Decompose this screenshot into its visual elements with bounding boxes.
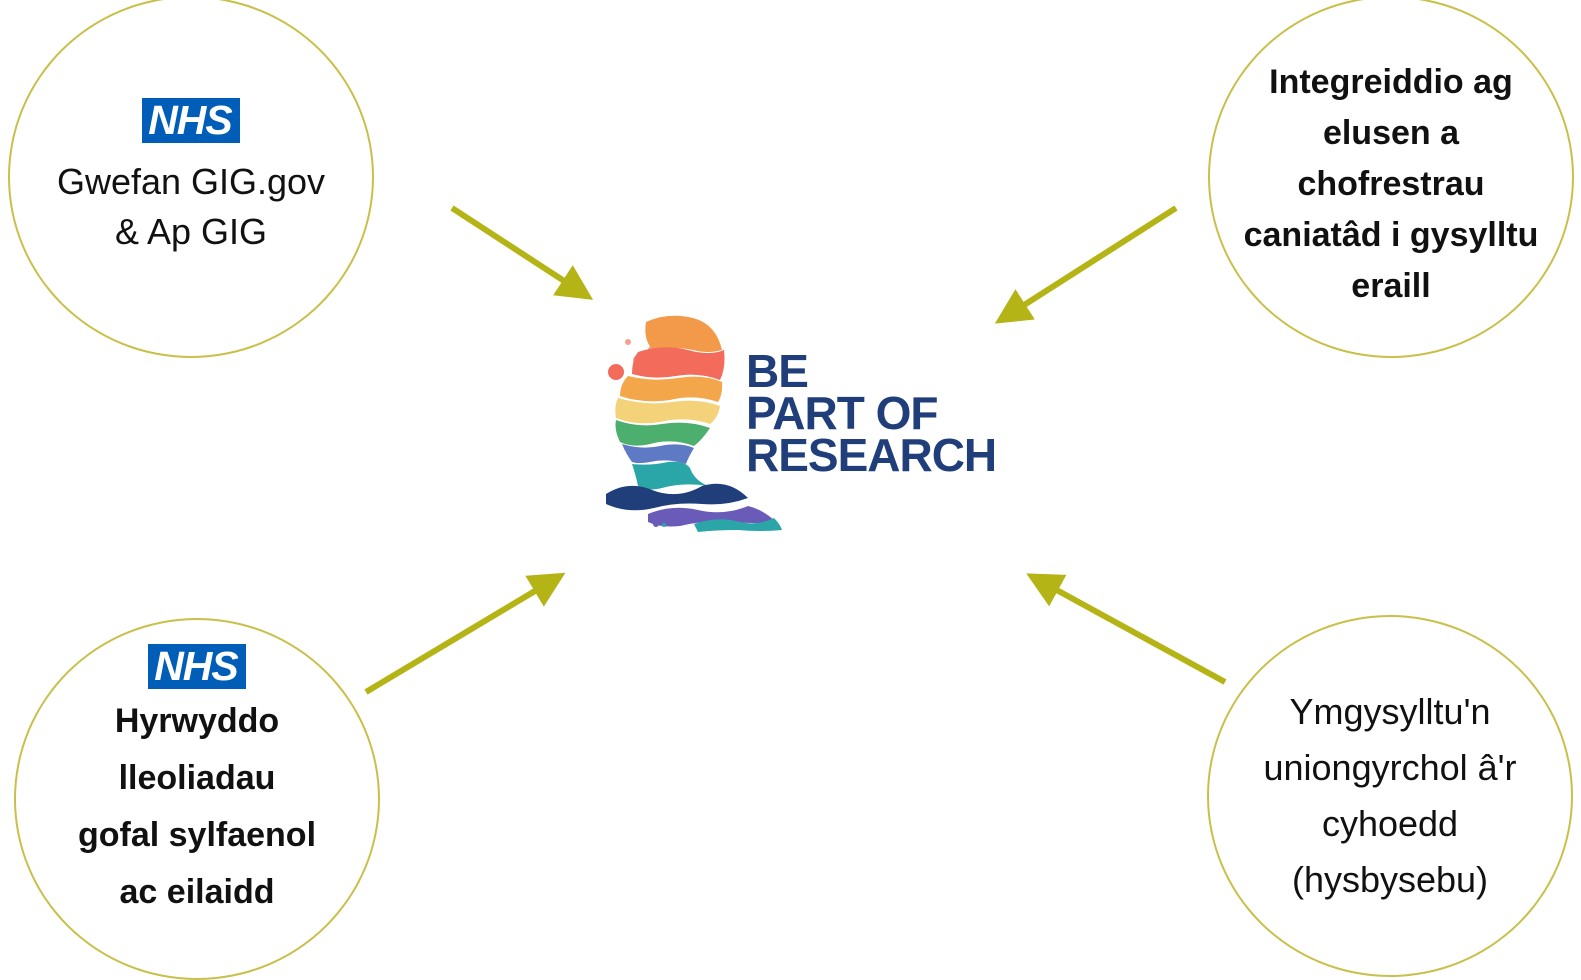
node-bottom-right: Ymgysylltu'n uniongyrchol â'r cyhoedd (h… xyxy=(1207,615,1573,977)
arrow-top-left xyxy=(450,205,594,300)
nhs-logo: NHS xyxy=(148,643,246,689)
node-top-right-text: Integreiddio ag elusen a chofrestrau can… xyxy=(1243,62,1539,305)
node-bottom-right-text: Ymgysylltu'n uniongyrchol â'r cyhoedd (h… xyxy=(1263,691,1517,900)
node-bottom-left-text: Hyrwyddo lleoliadau gofal sylfaenol ac e… xyxy=(77,701,317,911)
head-silhouette-icon xyxy=(606,315,782,532)
nhs-logo: NHS xyxy=(142,97,240,143)
logo-line-3: RESEARCH xyxy=(746,429,997,481)
node-bottom-left: NHS Hyrwyddo lleoliadau gofal sylfaenol … xyxy=(14,618,380,980)
be-part-of-research-logo: BE PART OF RESEARCH xyxy=(598,310,1008,535)
arrow-bottom-left xyxy=(364,572,566,695)
node-top-left: NHS Gwefan GIG.gov & Ap GIG xyxy=(8,0,374,358)
logo-line-1: BE xyxy=(746,345,809,397)
node-top-left-text: Gwefan GIG.gov & Ap GIG xyxy=(56,160,326,252)
node-top-right: Integreiddio ag elusen a chofrestrau can… xyxy=(1208,0,1574,358)
arrow-top-right xyxy=(994,205,1178,324)
logo-line-2: PART OF xyxy=(746,387,938,439)
logo-text: BE PART OF RESEARCH xyxy=(746,345,997,481)
arrow-bottom-right xyxy=(1026,573,1227,685)
